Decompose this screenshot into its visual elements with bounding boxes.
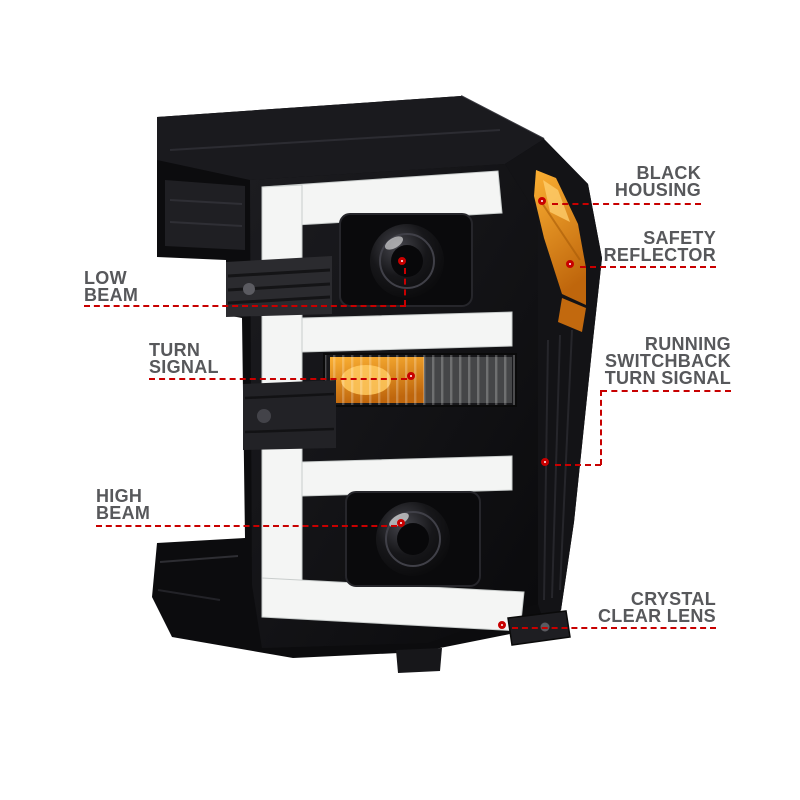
callout-marker-crystal-clear-lens [498,621,506,629]
callout-marker-low-beam [398,257,406,265]
callout-text: SAFETY [643,228,716,248]
leader-line-turn-signal [149,378,407,380]
callout-text: BLACK [636,163,701,183]
screw-icon [243,283,255,295]
left-mounting-bracket [226,256,332,317]
low-beam-projector [339,213,473,307]
callout-text: REFLECTOR [603,245,716,265]
turn-signal-arm [243,380,336,450]
leader-line-running-switchback-drop [600,390,602,465]
callout-marker-black-housing [538,197,546,205]
bottom-brackets [157,555,571,673]
callout-text: HOUSING [614,180,701,200]
leader-line-crystal-clear-lens [512,627,716,629]
callout-label-low-beam: LOW BEAM [84,268,139,305]
callout-text: BEAM [96,503,151,523]
callout-label-turn-signal: TURN SIGNAL [149,340,219,377]
leader-line-running-switchback-end [555,464,601,466]
callout-label-black-housing: BLACK HOUSING [614,163,701,200]
turn-signal-lamp [323,353,517,407]
callout-text: RUNNING [644,334,731,354]
leader-line-high-beam [96,525,397,527]
top-face [157,96,544,180]
high-beam-projector [345,491,481,587]
callout-marker-high-beam [397,519,405,527]
callout-text: SIGNAL [149,357,219,377]
callout-label-high-beam: HIGH BEAM [96,486,151,523]
callout-text: TURN [149,340,201,360]
callout-text: BEAM [84,285,139,305]
leader-line-black-housing [552,203,701,205]
leader-line-running-switchback [601,390,731,392]
callout-label-crystal-clear-lens: CRYSTAL CLEAR LENS [597,589,716,626]
left-housing-details [165,180,245,250]
callout-text: CRYSTAL [630,589,716,609]
leader-line-safety-reflector [580,266,716,268]
leader-line-low-beam [84,305,406,307]
callout-label-safety-reflector: SAFETY REFLECTOR [603,228,716,265]
callout-marker-turn-signal [407,372,415,380]
callout-text: TURN SIGNAL [604,368,731,388]
callout-text: LOW [84,268,127,288]
leader-line-low-beam-riser [404,268,406,306]
callout-marker-running-switchback [541,458,549,466]
amber-safety-reflector [534,170,586,332]
callout-text: CLEAR LENS [597,606,716,626]
callout-text: HIGH [96,486,143,506]
callout-text: SWITCHBACK [605,351,731,371]
callout-label-running-switchback-turn-signal: RUNNING SWITCHBACK TURN SIGNAL [604,334,731,388]
callout-marker-safety-reflector [566,260,574,268]
